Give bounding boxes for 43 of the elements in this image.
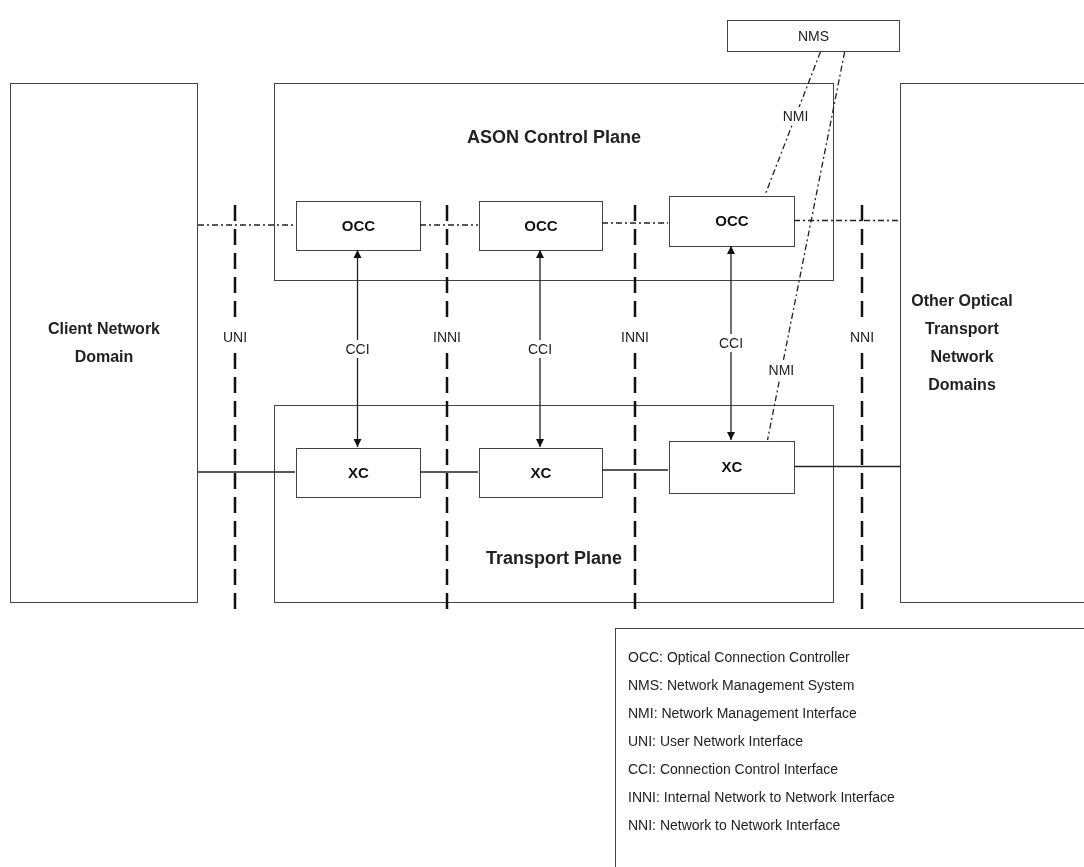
plane-container (274, 405, 834, 603)
connector-line (419, 471, 479, 473)
node-label: ASON Control Plane (467, 126, 641, 149)
domain-box (900, 83, 1084, 603)
connector-line (197, 224, 296, 226)
connector-line (419, 224, 479, 226)
legend-entry: CCI: Connection Control Interface (628, 760, 839, 779)
legend-box (615, 628, 1084, 867)
node-label: XC (348, 462, 369, 483)
connector-line (601, 222, 669, 224)
controller-box (296, 201, 421, 251)
controller-box (669, 196, 795, 247)
legend-entry: NMS: Network Management System (628, 676, 855, 695)
legend-entry: OCC: Optical Connection Controller (628, 648, 850, 667)
connector-line (197, 471, 296, 473)
plane-container (274, 83, 834, 281)
connector-line (766, 51, 846, 441)
node-label: OCC (524, 215, 558, 236)
arrow (536, 249, 544, 448)
legend-entry: UNI: User Network Interface (628, 732, 804, 751)
node-label: OCC (715, 211, 749, 232)
node-label: OCC (341, 215, 376, 236)
connector-line (793, 219, 901, 222)
node-label: XC (530, 462, 552, 483)
arrow (727, 245, 735, 441)
node-label: Transport Plane (485, 547, 622, 570)
connector-line (764, 51, 822, 196)
node-label: Client Network Domain (47, 319, 161, 367)
arrow (353, 249, 362, 448)
cross-connect-box (669, 441, 795, 494)
legend-entry: INNI: Internal Network to Network Interface (628, 788, 895, 807)
legend-entry: NNI: Network to Network Interface (628, 816, 841, 835)
controller-box (479, 201, 603, 251)
connector-line (793, 465, 901, 468)
system-box (727, 20, 900, 52)
node-label: Other Optical Transport Network Domains (910, 291, 1014, 395)
legend-entry: NMI: Network Management Interface (628, 704, 857, 723)
node-label: NMS (797, 26, 830, 46)
domain-box (10, 83, 198, 603)
connector-line (601, 469, 669, 471)
node-label: XC (721, 457, 743, 478)
cross-connect-box (296, 448, 421, 498)
cross-connect-box (479, 448, 603, 498)
